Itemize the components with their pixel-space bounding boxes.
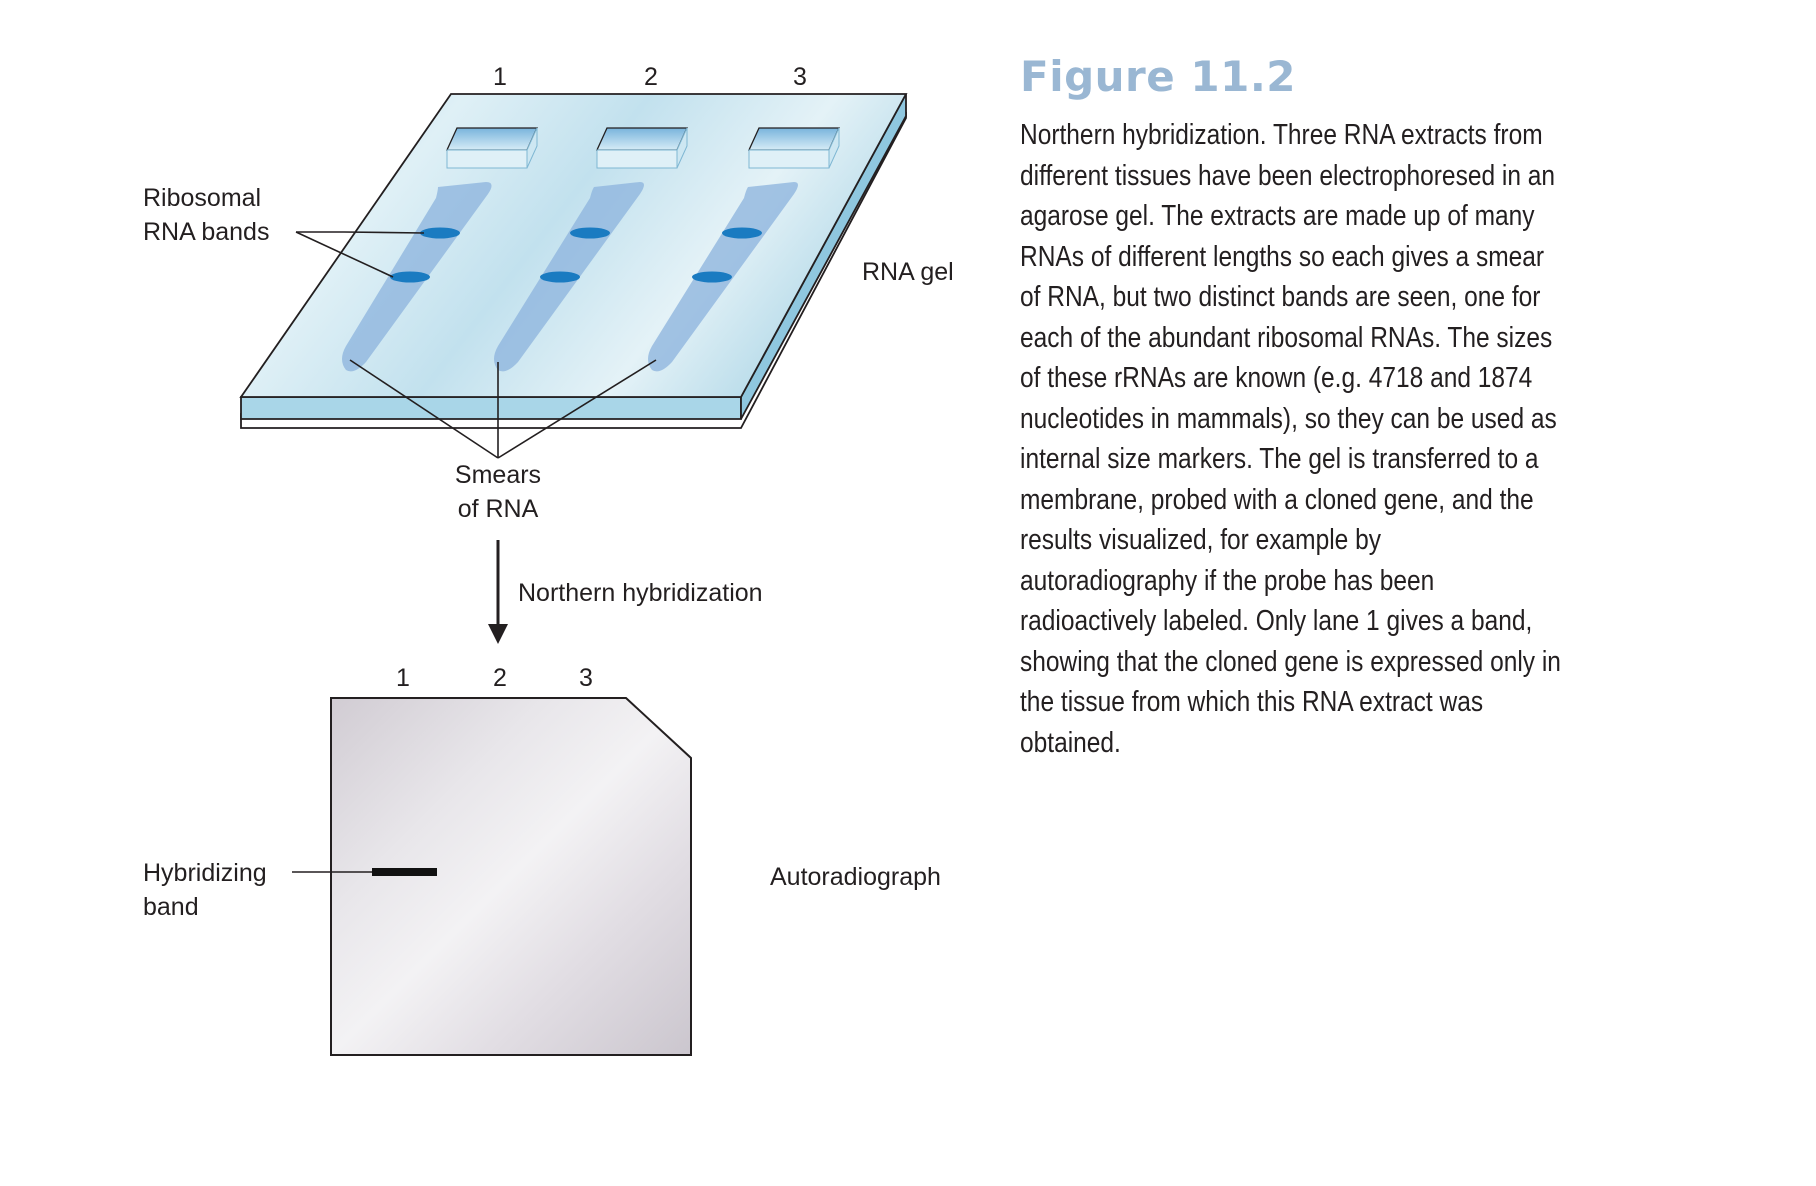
- autoradiograph-label: Autoradiograph: [770, 863, 941, 891]
- rrna-band-lane-1-lower: [390, 271, 430, 283]
- rrna-band-lane-1-upper: [420, 227, 460, 239]
- gel-front-face: [240, 396, 742, 420]
- gel-well-2: [595, 127, 689, 169]
- northern-hybridization-label: Northern hybridization: [518, 579, 763, 607]
- smears-label-line1: Smears: [455, 461, 541, 489]
- figure-caption: Northern hybridization. Three RNA extrac…: [1020, 119, 1561, 759]
- rrna-leader-lines: [295, 231, 425, 278]
- smear-leader-lines: [349, 359, 657, 459]
- rna-gel: [239, 93, 908, 429]
- rrna-bands-label-line2: RNA bands: [143, 218, 269, 246]
- hybridizing-band-mark: [372, 868, 437, 876]
- rrna-band-lane-3-upper: [722, 227, 762, 239]
- gel-well-3: [747, 127, 841, 169]
- autoradiograph-film: [330, 697, 692, 1056]
- autorad-lane-number-3: 3: [579, 664, 593, 692]
- figure-title: Figure 11.2: [1020, 52, 1296, 101]
- rrna-band-lane-3-lower: [692, 271, 732, 283]
- smears-label-line2: of RNA: [458, 495, 539, 523]
- gel-lane-number-3: 3: [793, 63, 807, 91]
- rrna-band-lane-2-upper: [570, 227, 610, 239]
- rna-gel-label: RNA gel: [862, 258, 954, 286]
- autorad-lane-number-1: 1: [396, 664, 410, 692]
- gel-well-1: [445, 127, 539, 169]
- rrna-band-lane-2-lower: [540, 271, 580, 283]
- rrna-bands-label-line1: Ribosomal: [143, 184, 261, 212]
- process-arrow: [488, 540, 508, 644]
- autorad-lane-number-2: 2: [493, 664, 507, 692]
- gel-lane-number-2: 2: [644, 63, 658, 91]
- gel-lane-number-1: 1: [493, 63, 507, 91]
- hybridizing-band-label-line1: Hybridizing: [143, 859, 267, 887]
- hybridizing-band-label-line2: band: [143, 893, 199, 921]
